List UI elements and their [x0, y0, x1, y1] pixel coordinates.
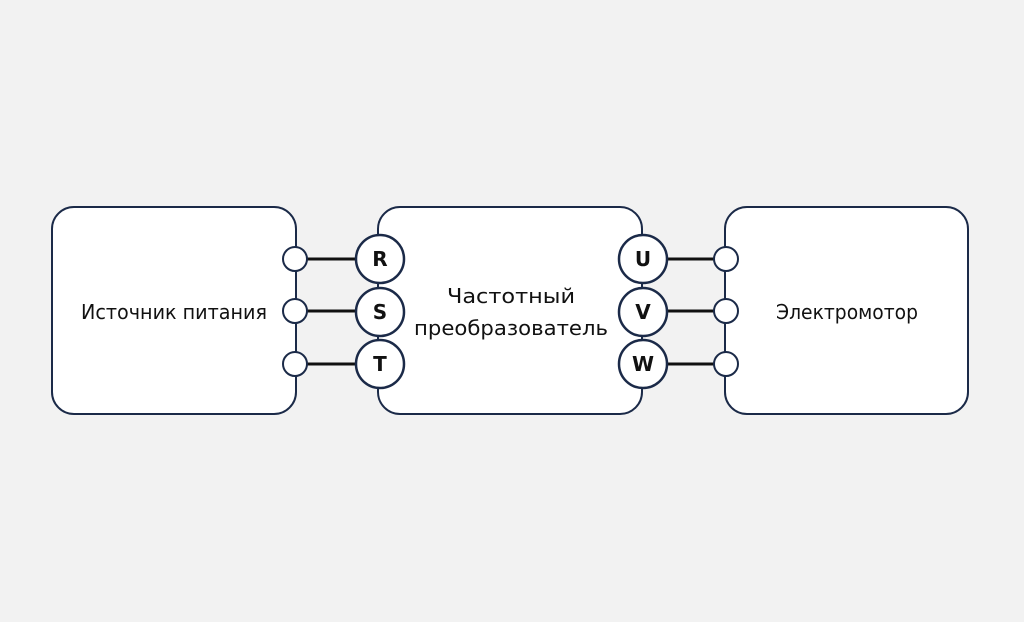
converter-label-line1: Частотный — [447, 284, 575, 308]
source-terminals — [282, 246, 308, 377]
converter-label-line2: преобразователь — [414, 316, 608, 340]
terminal-s: S — [373, 300, 387, 324]
terminal-u: U — [635, 247, 651, 271]
power-source-label: Источник питания — [81, 300, 267, 324]
terminal-r: R — [372, 247, 387, 271]
frequency-converter-block — [377, 206, 643, 415]
terminal-v: V — [635, 300, 651, 324]
output-wires — [666, 257, 714, 366]
terminal-w: W — [632, 352, 654, 376]
output-terminals: U V W — [617, 233, 669, 390]
input-terminals: R S T — [354, 233, 406, 390]
terminal-t: T — [373, 352, 387, 376]
motor-label: Электромотор — [776, 300, 918, 324]
input-wires — [307, 257, 357, 366]
motor-terminals — [713, 246, 739, 377]
